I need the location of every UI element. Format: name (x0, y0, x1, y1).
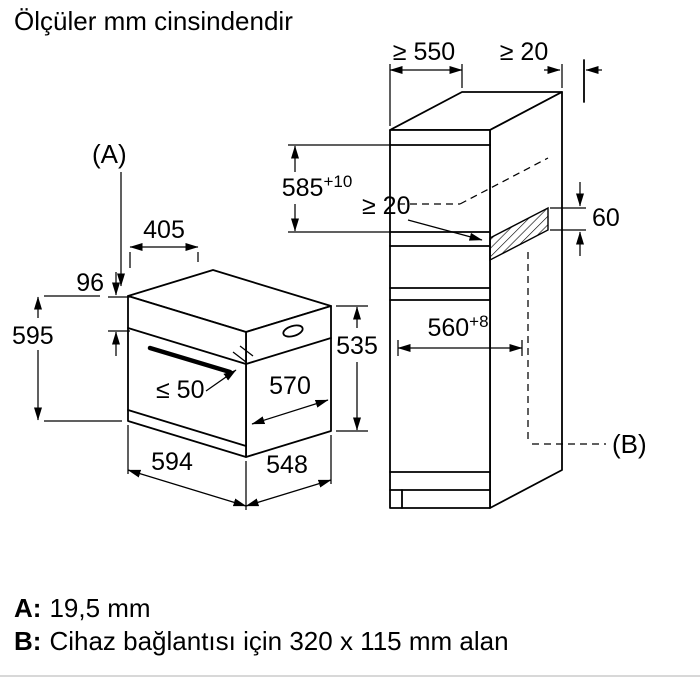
dim-ge550-label: ≥ 550 (393, 38, 455, 66)
dim-535-label: 535 (336, 332, 378, 360)
dim-panel-height: 96 (76, 269, 130, 356)
dim-ge20-vent-label: ≥ 20 (362, 192, 410, 220)
dim-le50-label: ≤ 50 (156, 376, 204, 404)
cabinet-drawing (389, 59, 585, 509)
dim-niche-height: 585+10 (282, 144, 390, 233)
callout-b-label: (B) (612, 429, 647, 459)
dim-rear-gap: ≥ 20 (500, 38, 602, 88)
footnotes: A:19,5 mm B:Cihaz bağlantısı için 320 x … (14, 593, 509, 656)
oven-drawing (127, 269, 332, 458)
dim-594-label: 594 (151, 448, 193, 476)
dim-vent-gap: ≥ 20 (362, 192, 483, 241)
dim-vent-height: 60 (550, 182, 620, 256)
dim-570-label: 570 (269, 372, 311, 400)
dim-oven-side-height: 535 (336, 305, 378, 432)
callout-a: (A) (92, 139, 127, 287)
dim-handle-clearance: ≤ 50 (156, 345, 254, 404)
door-handle (147, 345, 233, 375)
dim-595-label: 595 (12, 322, 54, 350)
dim-oven-depth: 548 (245, 451, 332, 507)
dim-60-label: 60 (592, 204, 620, 232)
dim-oven-height: 595 (12, 295, 122, 422)
control-panel-side-line (245, 337, 332, 365)
dim-96-label: 96 (76, 269, 104, 297)
vent-hatch-area (489, 206, 549, 262)
dim-548-label: 548 (266, 451, 308, 479)
cabinet-side-face (489, 91, 563, 509)
door-bottom-line (127, 409, 247, 447)
dim-560-label: 560+8 (427, 312, 488, 342)
note-b: B:Cihaz bağlantısı için 320 x 115 mm ala… (14, 626, 509, 656)
dim-oven-depth-with-door: 570 (251, 372, 329, 425)
side-grip-cutout (282, 324, 304, 338)
dim-cabinet-min-depth: ≥ 550 (389, 38, 463, 126)
dim-oven-top-depth: 405 (129, 216, 199, 268)
dim-ge20-rear-label: ≥ 20 (500, 38, 548, 66)
callout-b: (B) (532, 429, 647, 459)
dim-585-label: 585+10 (282, 172, 353, 202)
dim-405-label: 405 (143, 216, 185, 244)
page-title: Ölçüler mm cinsindendir (14, 6, 293, 36)
dim-oven-width: 594 (127, 425, 332, 510)
note-a: A:19,5 mm (14, 593, 151, 623)
hidden-edge-dashed-2 (459, 157, 549, 205)
cabinet-front-face (389, 129, 491, 509)
dim-niche-width: 560+8 (397, 312, 523, 356)
callout-a-label: (A) (92, 139, 127, 169)
control-panel-line (127, 327, 247, 365)
